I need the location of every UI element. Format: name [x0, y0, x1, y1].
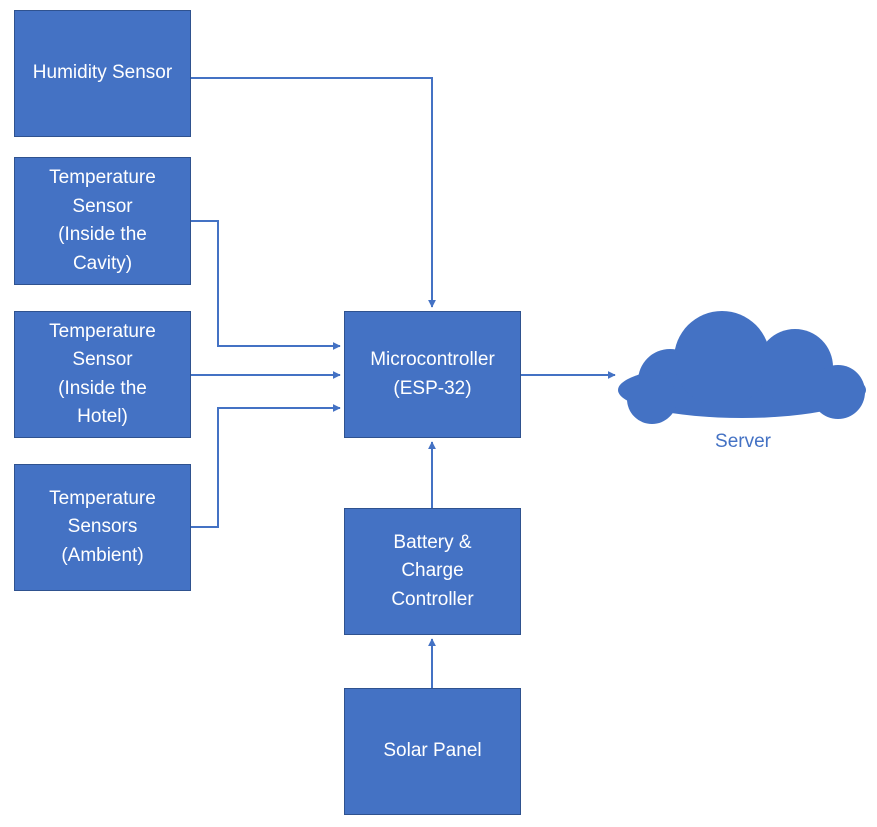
node-label-line: Charge [401, 560, 464, 582]
node-label-line: Solar Panel [383, 740, 482, 762]
edge-temp-cavity-to-mcu [190, 220, 341, 350]
node-label-line: Sensor [72, 349, 133, 370]
node-label-line: Temperature [49, 167, 156, 188]
edge-humidity-to-mcu [190, 77, 436, 308]
node-label-line: Temperature [49, 320, 156, 342]
node-label-line: (ESP-32) [393, 377, 472, 399]
solar-panel-box: Solar Panel [344, 688, 521, 815]
node-label-line: (Inside the [58, 377, 147, 399]
node-label-line: Sensor [72, 195, 133, 217]
node-label-line: Sensors [67, 516, 138, 538]
node-label-line: (Inside the [58, 224, 147, 245]
node-label-line: Controller [391, 588, 474, 610]
node-label-line: Battery & [393, 531, 472, 553]
edge-temp-ambient-to-mcu [190, 404, 341, 528]
node-label-line: Microcontroller [370, 349, 495, 370]
node-label-line: Cavity) [72, 252, 133, 274]
node-label-line: Temperature [49, 487, 156, 509]
node-label-line: (Ambient) [61, 544, 144, 566]
node-label-line: Hotel) [77, 406, 128, 427]
cloud-icon [618, 311, 866, 424]
node-label-line: Humidity Sensor [32, 62, 173, 84]
server-label: Server [715, 431, 771, 452]
microcontroller-box: Microcontroller (ESP-32) [344, 311, 521, 438]
humidity-sensor-box: Humidity Sensor [14, 10, 191, 137]
